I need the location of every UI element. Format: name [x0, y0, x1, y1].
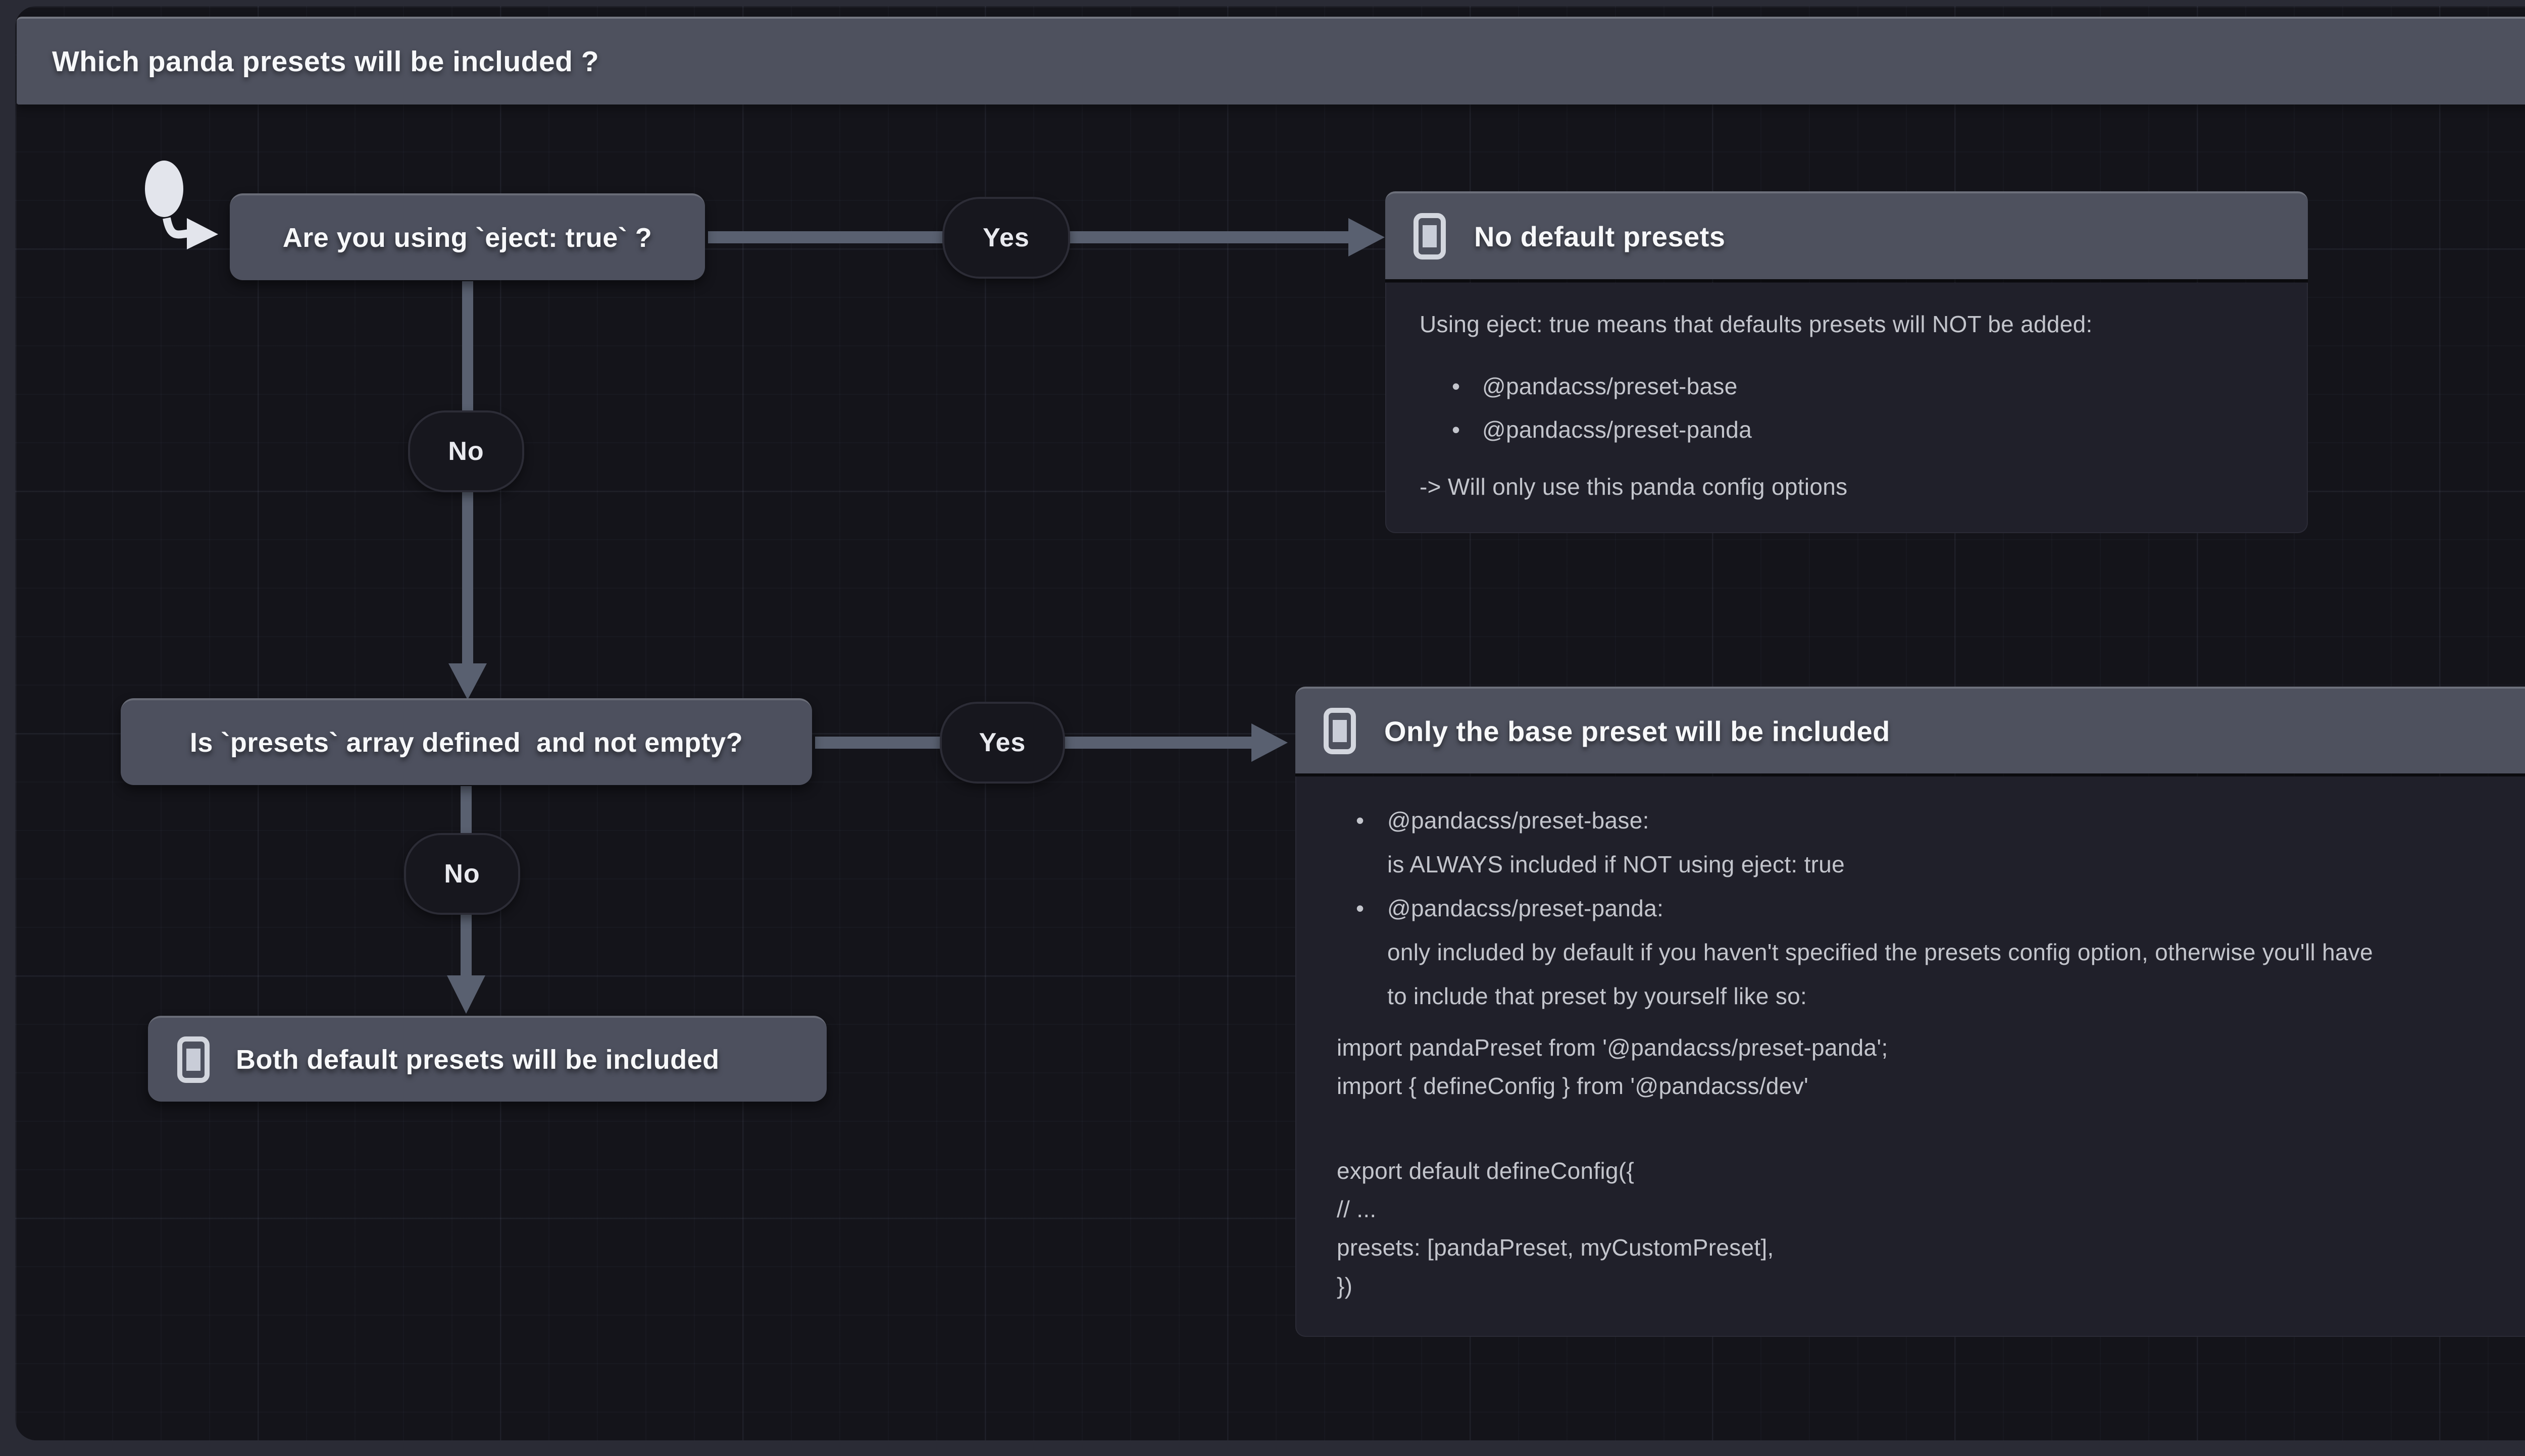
frame-title: Which panda presets will be included ? — [52, 45, 599, 78]
edge-label-yes-2-text: Yes — [979, 728, 1026, 757]
list-item: @pandacss/preset-base — [1420, 365, 2287, 408]
code-line: // ... — [1337, 1196, 1377, 1222]
cursor-pointer-icon[interactable] — [145, 161, 218, 249]
code-line: }) — [1337, 1273, 1353, 1299]
frame-title-bar[interactable]: Which panda presets will be included ? — [17, 17, 2525, 105]
edge-label-yes-1[interactable]: Yes — [942, 197, 1070, 279]
infobox-no-defaults-footer: -> Will only use this panda config optio… — [1420, 474, 1848, 500]
node-eject-question[interactable]: Are you using `eject: true` ? — [230, 193, 705, 280]
whiteboard-canvas[interactable]: Are you using `eject: true` ? Yes No No … — [15, 6, 2525, 1440]
list-item: @pandacss/preset-base: — [1328, 799, 2525, 843]
code-line: import { defineConfig } from '@pandacss/… — [1337, 1073, 1809, 1099]
edge-label-no-2[interactable]: No — [404, 833, 520, 915]
node-both-result[interactable]: Both default presets will be included — [148, 1016, 827, 1102]
list-item-line: is ALWAYS included if NOT using eject: t… — [1387, 851, 1845, 877]
edge-label-yes-2[interactable]: Yes — [940, 702, 1065, 784]
check-square-icon — [1324, 708, 1356, 754]
check-square-icon — [177, 1036, 210, 1083]
code-line: import pandaPreset from '@pandacss/prese… — [1337, 1034, 1888, 1061]
infobox-no-defaults-header[interactable]: No default presets — [1385, 191, 2308, 279]
infobox-base-only-body[interactable]: @pandacss/preset-base: is ALWAYS include… — [1295, 776, 2525, 1337]
node-presets-question-label: Is `presets` array defined and not empty… — [189, 727, 743, 758]
infobox-no-defaults-intro: Using eject: true means that defaults pr… — [1420, 311, 2093, 337]
infobox-base-only-list: @pandacss/preset-base: is ALWAYS include… — [1328, 799, 2525, 1018]
check-square-icon — [1413, 213, 1446, 259]
code-snippet: import pandaPreset from '@pandacss/prese… — [1328, 1028, 2525, 1305]
list-item: @pandacss/preset-panda: — [1328, 887, 2525, 930]
list-item: @pandacss/preset-panda — [1420, 408, 2287, 451]
code-line: presets: [pandaPreset, myCustomPreset], — [1337, 1234, 1774, 1261]
node-both-result-label: Both default presets will be included — [236, 1045, 720, 1075]
edge-label-yes-1-text: Yes — [983, 223, 1030, 252]
list-item-line: to include that preset by yourself like … — [1387, 983, 1807, 1009]
infobox-base-only-header[interactable]: Only the base preset will be included — [1295, 687, 2525, 773]
code-line: export default defineConfig({ — [1337, 1158, 1635, 1184]
infobox-no-defaults-title: No default presets — [1474, 220, 1726, 252]
infobox-no-defaults-list: @pandacss/preset-base @pandacss/preset-p… — [1420, 365, 2287, 451]
edge-label-no-2-text: No — [444, 859, 480, 889]
edge-label-no-1[interactable]: No — [408, 410, 524, 492]
infobox-no-defaults-body[interactable]: Using eject: true means that defaults pr… — [1385, 283, 2308, 533]
node-eject-question-label: Are you using `eject: true` ? — [282, 223, 652, 253]
infobox-base-only-title: Only the base preset will be included — [1384, 715, 1890, 747]
node-presets-question[interactable]: Is `presets` array defined and not empty… — [121, 698, 812, 785]
list-item-line: only included by default if you haven't … — [1387, 939, 2374, 965]
edge-label-no-1-text: No — [448, 437, 484, 466]
